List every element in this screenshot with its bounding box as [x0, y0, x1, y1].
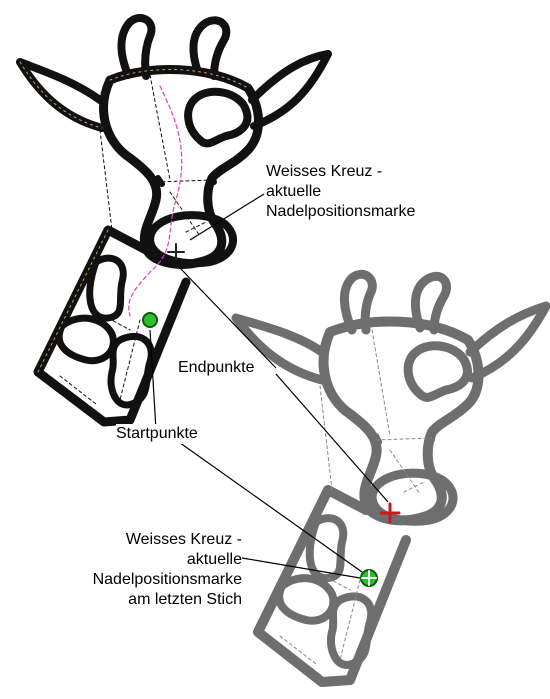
label-bottom-marker-line-4: am letzten Stich [34, 590, 242, 610]
eye-patch [188, 92, 247, 144]
ear-left [20, 62, 102, 128]
label-bottom-marker: Weisses Kreuz - aktuelle Nadelpositionsm… [34, 530, 242, 610]
neck-spot-3 [111, 336, 151, 405]
neck-spot-1 [90, 258, 124, 318]
label-top-marker-line-1: Weisses Kreuz - [266, 162, 415, 182]
neck-spot-2-gray [279, 578, 333, 621]
giraffe-gray [236, 274, 546, 682]
start-marker-black [143, 313, 157, 327]
label-end-points: Endpunkte [178, 358, 255, 378]
label-start-points: Startpunkte [116, 424, 198, 444]
label-top-marker: Weisses Kreuz - aktuelle Nadelpositionsm… [266, 162, 415, 222]
neck-spot-2 [59, 318, 113, 361]
label-bottom-marker-line-2: aktuelle [34, 550, 242, 570]
neck-spot-3-gray [331, 596, 371, 665]
nostril-right-gray [430, 434, 432, 440]
nostril-left [158, 178, 162, 184]
label-top-marker-line-2: aktuelle [266, 182, 415, 202]
label-start-points-text: Startpunkte [116, 424, 198, 444]
label-bottom-marker-line-3: Nadelpositionsmarke [34, 570, 242, 590]
leader-end-left [180, 268, 276, 368]
eye-patch-gray [408, 346, 467, 398]
neck-spot-1-gray [310, 518, 344, 578]
label-top-marker-line-3: Nadelpositionsmarke [266, 202, 415, 222]
nostril-left-gray [376, 436, 379, 442]
label-bottom-marker-line-1: Weisses Kreuz - [34, 530, 242, 550]
ear-right [252, 54, 328, 126]
callout-lines [150, 194, 388, 578]
nostril-right [212, 176, 214, 182]
label-end-points-text: Endpunkte [178, 358, 255, 378]
